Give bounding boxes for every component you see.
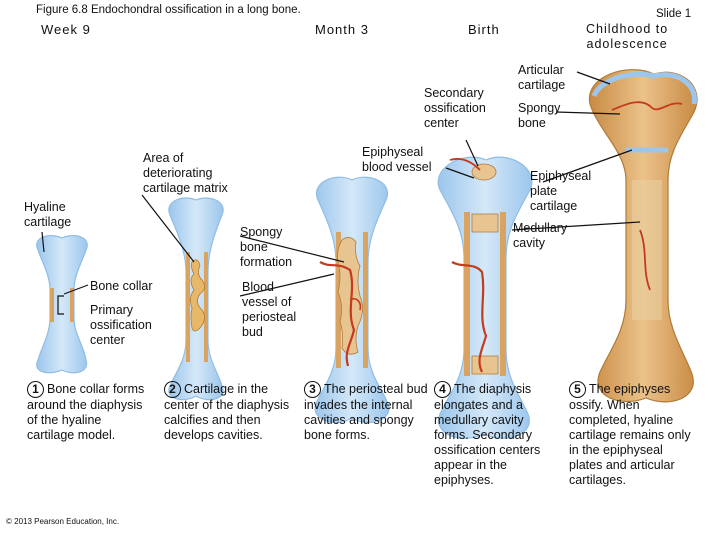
step-text-3: The periosteal bud invades the internal … — [304, 382, 428, 442]
step-text-5: The epiphyses ossify. When completed, hy… — [569, 382, 691, 487]
bone-stage-2 — [168, 197, 224, 401]
bone-stage-5 — [588, 69, 698, 403]
stage-childhood: Childhood to adolescence — [586, 22, 669, 51]
step-number-1: 1 — [27, 381, 44, 398]
bone-stage-4 — [437, 156, 533, 439]
step-number-5: 5 — [569, 381, 586, 398]
label-medullary-cavity: Medullary cavity — [513, 221, 568, 250]
bone-collar-shape — [50, 288, 54, 322]
label-secondary-ossification-center: Secondary ossification center — [424, 86, 486, 130]
bone-stage-3 — [314, 176, 390, 423]
copyright-notice: © 2013 Pearson Education, Inc. — [6, 517, 120, 526]
leader-lines — [41, 71, 641, 315]
stage-week9: Week 9 — [41, 22, 91, 37]
figure-title: Figure 6.8 Endochondral ossification in … — [36, 4, 301, 16]
label-periosteal-bud-vessel: Blood vessel of periosteal bud — [242, 280, 297, 339]
label-spongy-bone-formation: Spongy bone formation — [240, 225, 293, 269]
label-bone-collar: Bone collar — [90, 279, 153, 293]
label-spongy-bone: Spongy bone — [518, 101, 561, 130]
label-primary-ossification-center: Primary ossification center — [90, 303, 152, 347]
stage-month3: Month 3 — [315, 22, 369, 37]
step-number-3: 3 — [304, 381, 321, 398]
step-text-1: Bone collar forms around the diaphysis o… — [27, 382, 145, 442]
step-number-2: 2 — [164, 381, 181, 398]
label-epiphyseal-plate-cartilage: Epiphyseal plate cartilage — [530, 169, 592, 213]
label-epiphyseal-blood-vessel: Epiphyseal blood vessel — [362, 145, 432, 174]
step-text-4: The diaphysis elongates and a medullary … — [434, 382, 541, 487]
slide-number: Slide 1 — [656, 8, 692, 20]
step-number-4: 4 — [434, 381, 451, 398]
step-text-2: Cartilage in the center of the diaphysis… — [164, 382, 290, 442]
label-area-deteriorating-matrix: Area of deteriorating cartilage matrix — [143, 151, 228, 195]
stage-birth: Birth — [468, 22, 500, 37]
label-hyaline-cartilage: Hyaline cartilage — [24, 200, 72, 229]
bone-stage-1 — [36, 235, 88, 374]
label-articular-cartilage: Articular cartilage — [518, 63, 566, 92]
